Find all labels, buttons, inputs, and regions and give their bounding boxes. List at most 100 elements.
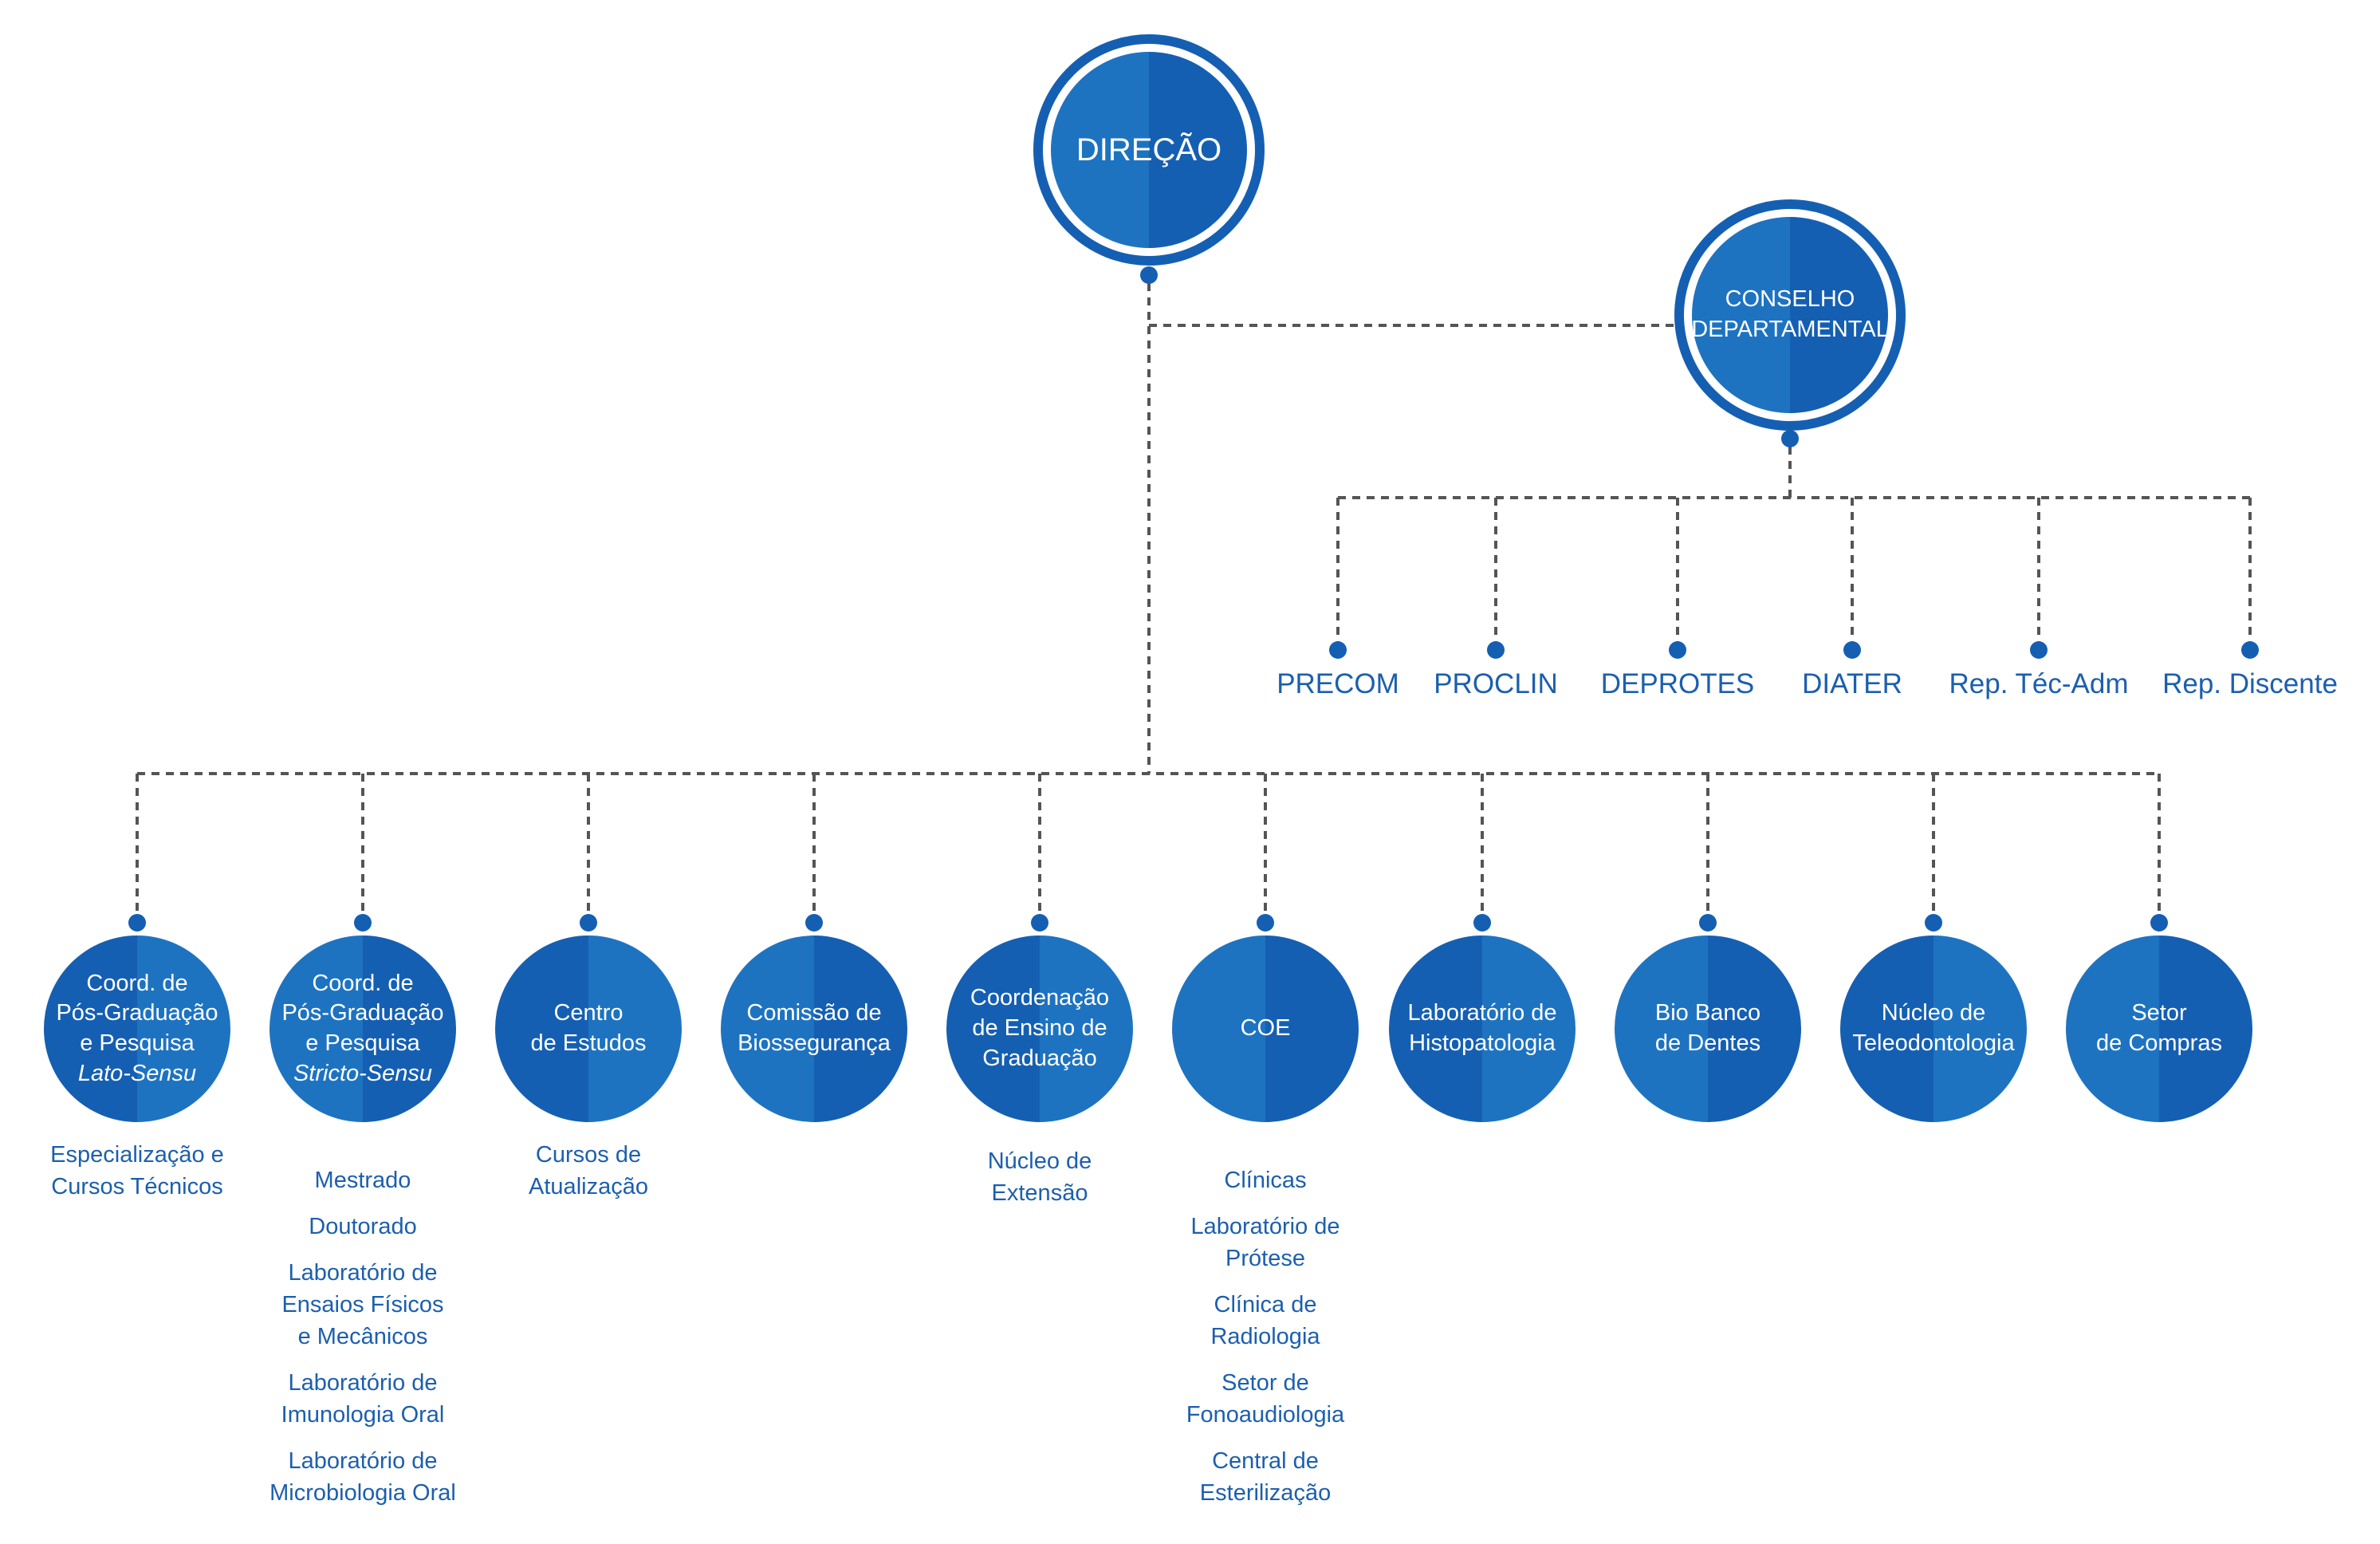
council-disc <box>1692 217 1888 413</box>
unit-subitem[interactable]: Central de Esterilização <box>1199 1448 1332 1507</box>
root-node-direcao[interactable]: DIREÇÃO <box>1033 34 1265 266</box>
unit-label-line: Pós-Graduação <box>56 1000 218 1026</box>
unit-label-line: Laboratório de <box>1407 1000 1557 1026</box>
unit-connector-dot <box>805 914 823 932</box>
unit-disc <box>1389 935 1576 1122</box>
unit-subitem[interactable]: Mestrado <box>314 1168 411 1193</box>
unit-subitem[interactable]: Clínica de Radiologia <box>1210 1292 1320 1350</box>
unit-connector-dot <box>354 914 372 932</box>
unit-label-line: Coord. de <box>312 970 414 996</box>
unit-connector-dot <box>1257 914 1274 932</box>
unit-disc <box>721 935 907 1122</box>
unit-subitem[interactable]: Laboratório de Microbiologia Oral <box>269 1448 456 1507</box>
council-dept-label[interactable]: Rep. Discente <box>2162 668 2338 699</box>
unit-subitem[interactable]: Clínicas <box>1224 1168 1307 1193</box>
unit-disc <box>44 935 230 1122</box>
council-dept-dot <box>1669 641 1686 659</box>
council-dept-dot <box>1329 641 1347 659</box>
unit-subitem[interactable]: Setor de Fonoaudiologia <box>1186 1370 1345 1428</box>
council-dept-dot <box>2030 641 2048 659</box>
unit-node[interactable]: COE <box>1172 935 1359 1122</box>
unit-node[interactable]: Coordenação de Ensino de Graduação <box>946 935 1133 1122</box>
unit-node[interactable]: Comissão de Biossegurança <box>721 935 907 1122</box>
unit-disc <box>1172 935 1359 1122</box>
root-label: DIREÇÃO <box>1076 132 1222 167</box>
unit-subitem[interactable]: Cursos de Atualização <box>529 1142 648 1200</box>
council-node-conselho[interactable]: CONSELHO DEPARTAMENTAL <box>1674 199 1906 431</box>
unit-disc <box>269 935 456 1122</box>
council-dept-dot <box>1843 641 1861 659</box>
root-disc <box>1051 52 1247 248</box>
unit-subitem[interactable]: Doutorado <box>309 1214 417 1239</box>
unit-connector-dot <box>1473 914 1491 932</box>
unit-label-line: Graduação <box>982 1045 1097 1071</box>
unit-connector-dot <box>1925 914 1942 932</box>
unit-label: Núcleo de Teleodontologia <box>1852 998 2014 1058</box>
unit-label-line: Coord. de <box>86 970 188 996</box>
council-dept-label[interactable]: DEPROTES <box>1600 668 1755 699</box>
unit-disc <box>495 935 682 1122</box>
unit-label-line: Centro <box>553 1000 624 1026</box>
unit-label-line: Teleodontologia <box>1852 1030 2015 1056</box>
unit-label-italic: Lato-Sensu <box>77 1060 197 1086</box>
unit-label: Centro de Estudos <box>530 998 646 1058</box>
unit-subitem[interactable]: Laboratório de Prótese <box>1190 1214 1340 1272</box>
council-dept-label[interactable]: DIATER <box>1802 668 1902 699</box>
council-label-line2: DEPARTAMENTAL <box>1691 317 1889 342</box>
council-dept-dot <box>1487 641 1505 659</box>
unit-label-line: Histopatologia <box>1409 1030 1556 1056</box>
unit-label-line: Coordenação <box>970 985 1110 1011</box>
unit-label: Comissão de Biossegurança <box>738 998 891 1058</box>
unit-label-line: Comissão de <box>746 1000 882 1026</box>
unit-connector-dot <box>1699 914 1717 932</box>
unit-connector-dot <box>580 914 597 932</box>
unit-node[interactable]: Laboratório de Histopatologia <box>1389 935 1576 1122</box>
unit-disc <box>946 935 1133 1122</box>
unit-node[interactable]: Bio Banco de Dentes <box>1615 935 1801 1122</box>
unit-label-line: Setor <box>2131 1000 2187 1026</box>
unit-subitem[interactable]: Laboratório de Imunologia Oral <box>281 1370 445 1428</box>
unit-node[interactable]: Setor de Compras <box>2066 935 2252 1122</box>
unit-subitem[interactable]: Laboratório de Ensaios Físicos e Mecânic… <box>281 1260 444 1350</box>
unit-connector-dot <box>1031 914 1048 932</box>
unit-label: Coordenação de Ensino de Graduação <box>970 983 1109 1073</box>
unit-connector-dot <box>128 914 146 932</box>
unit-subitem[interactable]: Núcleo de Extensão <box>987 1148 1092 1207</box>
council-dept-label[interactable]: Rep. Téc-Adm <box>1949 668 2129 699</box>
unit-node[interactable]: Núcleo de Teleodontologia <box>1840 935 2027 1122</box>
unit-label-line: Núcleo de <box>1881 1000 1986 1026</box>
council-label-line1: CONSELHO <box>1725 286 1855 313</box>
unit-node[interactable]: Centro de Estudos <box>495 935 682 1122</box>
unit-label: Bio Banco de Dentes <box>1655 998 1760 1058</box>
unit-disc <box>1840 935 2027 1122</box>
unit-connector-dot <box>2150 914 2168 932</box>
unit-label-line: de Ensino de <box>972 1015 1107 1042</box>
unit-label-line: e Pesquisa <box>80 1030 195 1056</box>
unit-label-line: Pós-Graduação <box>281 1000 444 1026</box>
council-dept-label[interactable]: PROCLIN <box>1434 668 1558 699</box>
council-dept-dot <box>2241 641 2259 659</box>
unit-subitem[interactable]: Especialização e Cursos Técnicos <box>50 1142 224 1200</box>
unit-label-line: e Pesquisa <box>305 1030 420 1056</box>
unit-label: COE <box>1241 1014 1291 1044</box>
root-connector-dot <box>1140 266 1158 284</box>
unit-label: Laboratório de Histopatologia <box>1407 998 1556 1058</box>
council-connector-dot <box>1781 430 1799 447</box>
unit-label-line: COE <box>1240 1015 1291 1042</box>
council-dept-label[interactable]: PRECOM <box>1277 668 1399 699</box>
unit-label-line: Biossegurança <box>738 1030 891 1056</box>
unit-label-line: Bio Banco <box>1654 1000 1761 1026</box>
unit-label-line: de Dentes <box>1654 1030 1761 1056</box>
unit-label-line: de Estudos <box>530 1030 647 1056</box>
unit-disc <box>1615 935 1801 1122</box>
unit-label-italic: Stricto-Sensu <box>293 1060 433 1086</box>
unit-label: Setor de Compras <box>2096 998 2222 1058</box>
unit-disc <box>2066 935 2252 1122</box>
unit-label-line: de Compras <box>2096 1030 2222 1056</box>
council-label: CONSELHO DEPARTAMENTAL <box>1691 285 1889 345</box>
